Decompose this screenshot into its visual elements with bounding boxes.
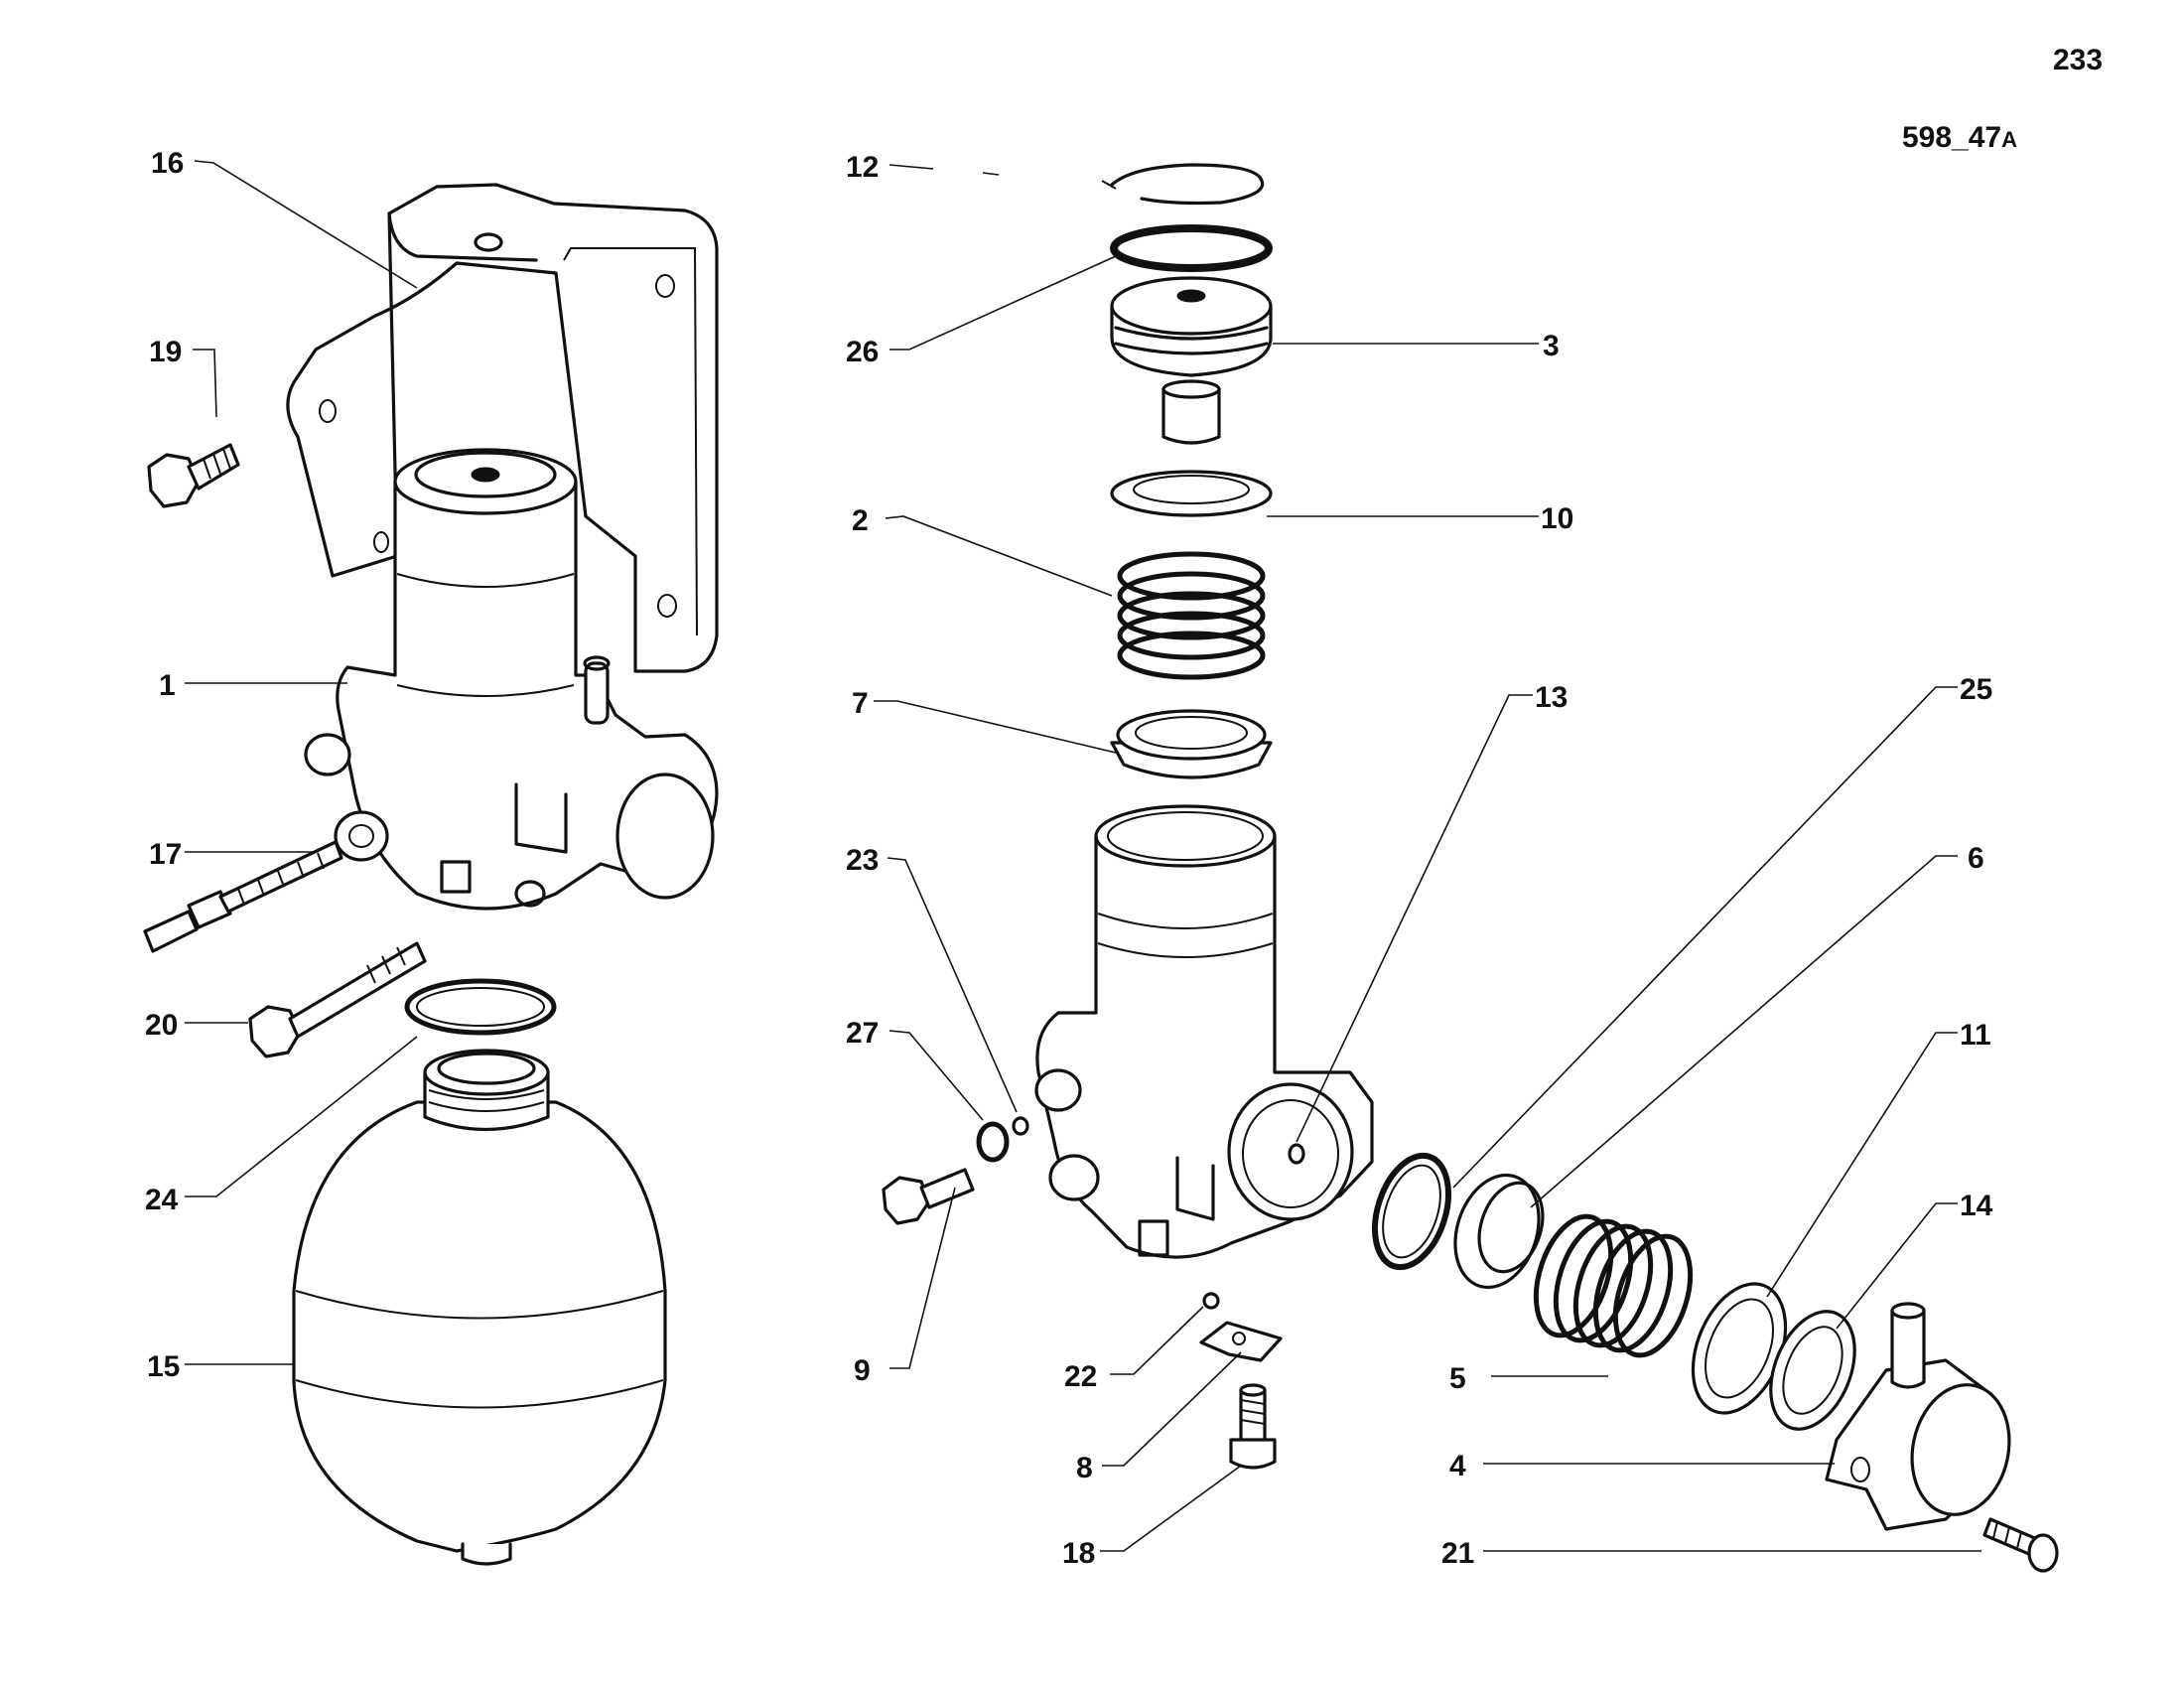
leader-lines xyxy=(185,160,1981,1552)
part-15-accumulator-sphere xyxy=(292,1049,667,1566)
callout-6: 6 xyxy=(1968,842,1984,875)
part-26-seal-ring xyxy=(1110,224,1273,272)
callout-16: 16 xyxy=(151,147,184,180)
callout-10: 10 xyxy=(1541,502,1573,535)
part-18-screw xyxy=(1229,1383,1277,1470)
callout-21: 21 xyxy=(1441,1537,1474,1570)
callout-3: 3 xyxy=(1543,330,1560,362)
part-6-cap xyxy=(1453,1173,1545,1290)
right-valve-body xyxy=(1034,804,1374,1259)
callout-19: 19 xyxy=(149,336,182,368)
callout-14: 14 xyxy=(1960,1190,1993,1222)
callout-9: 9 xyxy=(854,1354,871,1387)
drawing-reference: 598_47A xyxy=(1902,121,2017,155)
callout-17: 17 xyxy=(149,838,182,871)
callout-12: 12 xyxy=(846,151,879,184)
callout-20: 20 xyxy=(145,1009,178,1042)
part-20-bolt xyxy=(248,941,427,1058)
part-7-cup xyxy=(1110,709,1273,779)
part-25-seal-ring xyxy=(1372,1152,1451,1271)
part-8-clip xyxy=(1199,1321,1283,1362)
callout-25: 25 xyxy=(1960,673,1992,706)
part-22-ball xyxy=(1202,1292,1220,1310)
part-4-cap-housing xyxy=(1825,1302,2011,1531)
callout-5: 5 xyxy=(1449,1362,1466,1395)
callout-labels: 16 19 1 17 20 24 15 12 26 3 10 2 7 13 25… xyxy=(145,147,1993,1570)
part-19-bolt xyxy=(147,443,240,508)
callout-27: 27 xyxy=(846,1017,879,1050)
callout-23: 23 xyxy=(846,844,879,877)
part-27-washer xyxy=(976,1121,1010,1163)
callout-22: 22 xyxy=(1064,1360,1097,1393)
part-1-valve-body xyxy=(304,448,719,911)
callout-24: 24 xyxy=(145,1184,179,1216)
callout-2: 2 xyxy=(852,504,869,537)
part-14-washer xyxy=(1769,1310,1856,1431)
page-number: 233 xyxy=(2053,44,2104,76)
callout-1: 1 xyxy=(159,669,176,702)
callout-7: 7 xyxy=(852,687,869,720)
part-9-screw xyxy=(882,1168,975,1225)
part-12-circlip xyxy=(1101,163,1265,206)
callout-18: 18 xyxy=(1062,1537,1095,1570)
part-17-stud xyxy=(143,840,343,953)
callout-8: 8 xyxy=(1076,1452,1093,1484)
callout-15: 15 xyxy=(147,1350,180,1383)
part-24-o-ring xyxy=(404,978,557,1036)
part-5-spring xyxy=(1533,1213,1694,1358)
part-2-spring xyxy=(1117,551,1266,680)
callout-4: 4 xyxy=(1449,1450,1466,1482)
part-10-washer xyxy=(1110,470,1273,517)
drawing-reference-number: 598_47 xyxy=(1902,121,2002,154)
drawing-reference-suffix: A xyxy=(2001,127,2017,152)
callout-13: 13 xyxy=(1535,681,1568,714)
callout-26: 26 xyxy=(846,336,879,368)
part-3-piston xyxy=(1110,276,1273,445)
part-21-screw xyxy=(1982,1517,2059,1573)
callout-11: 11 xyxy=(1960,1019,1991,1052)
part-23-ball xyxy=(1012,1116,1029,1136)
